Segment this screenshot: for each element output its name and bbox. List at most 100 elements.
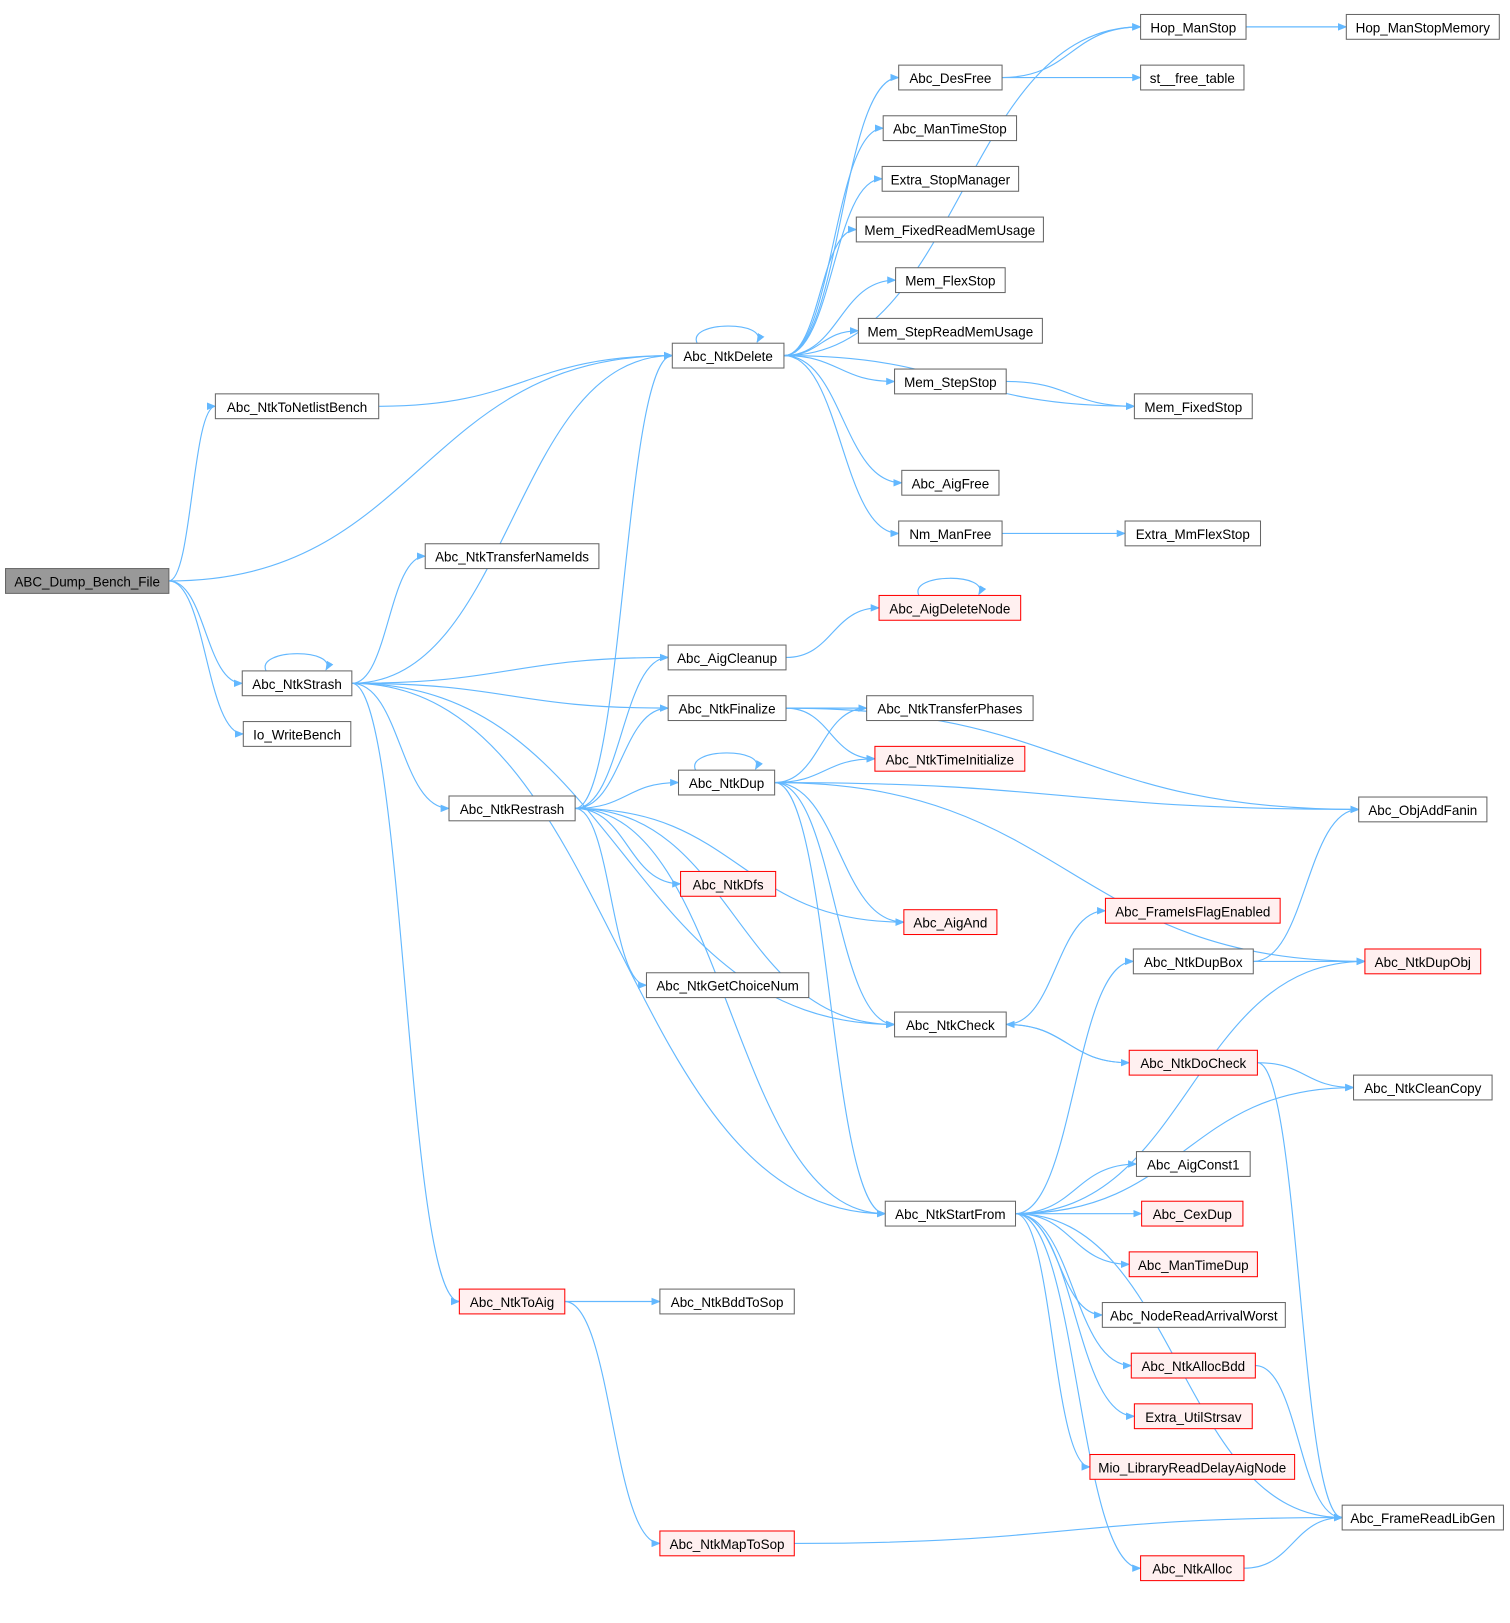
node-delete[interactable]: Abc_NtkDelete — [671, 342, 785, 369]
node-box[interactable] — [1135, 1151, 1251, 1177]
node-box[interactable] — [882, 115, 1018, 142]
node-maptosop[interactable]: Abc_NtkMapToSop — [659, 1530, 795, 1557]
node-box[interactable] — [667, 695, 787, 722]
node-memflexstop[interactable]: Mem_FlexStop — [895, 267, 1006, 294]
node-memstepstop[interactable]: Mem_StepStop — [894, 368, 1007, 395]
node-stfree[interactable]: st__free_table — [1140, 64, 1245, 91]
node-box[interactable] — [903, 909, 998, 936]
node-box[interactable] — [1128, 1049, 1258, 1076]
node-box[interactable] — [855, 216, 1044, 243]
node-box[interactable] — [1140, 13, 1247, 40]
node-box[interactable] — [677, 769, 776, 796]
node-box[interactable] — [1104, 897, 1281, 924]
node-bddtosop[interactable]: Abc_NtkBddToSop — [659, 1288, 795, 1315]
node-box[interactable] — [645, 972, 810, 999]
node-strsav[interactable]: Extra_UtilStrsav — [1133, 1403, 1253, 1430]
node-check[interactable]: Abc_NtkCheck — [894, 1011, 1007, 1038]
node-box[interactable] — [5, 568, 170, 594]
node-hopstop[interactable]: Hop_ManStop — [1140, 13, 1247, 40]
node-box[interactable] — [1140, 64, 1245, 91]
node-aigfree[interactable]: Abc_AigFree — [901, 469, 1000, 496]
node-alloc[interactable]: Abc_NtkAlloc — [1140, 1555, 1245, 1582]
node-iowrite[interactable]: Io_WriteBench — [242, 721, 352, 747]
node-dump[interactable]: ABC_Dump_Bench_File — [5, 568, 170, 594]
node-box[interactable] — [680, 870, 777, 897]
node-box[interactable] — [878, 594, 1022, 621]
node-box[interactable] — [1133, 1403, 1253, 1430]
node-box[interactable] — [448, 795, 576, 822]
node-mmflexstop[interactable]: Extra_MmFlexStop — [1124, 520, 1262, 547]
node-box[interactable] — [1353, 1074, 1493, 1101]
node-hopmem[interactable]: Hop_ManStopMemory — [1345, 13, 1500, 40]
node-box[interactable] — [214, 393, 380, 420]
node-box[interactable] — [424, 543, 600, 570]
node-box[interactable] — [894, 1011, 1007, 1038]
node-timeinit[interactable]: Abc_NtkTimeInitialize — [874, 745, 1026, 772]
node-box[interactable] — [671, 342, 785, 369]
node-dupobj[interactable]: Abc_NtkDupObj — [1364, 948, 1482, 975]
node-arrival[interactable]: Abc_NodeReadArrivalWorst — [1101, 1302, 1286, 1328]
node-box[interactable] — [1124, 520, 1262, 547]
node-box[interactable] — [1364, 948, 1482, 975]
node-const1[interactable]: Abc_AigConst1 — [1135, 1151, 1251, 1177]
node-allocbdd[interactable]: Abc_NtkAllocBdd — [1130, 1352, 1256, 1379]
node-box[interactable] — [1089, 1453, 1296, 1480]
node-memfixedstop[interactable]: Mem_FixedStop — [1133, 393, 1253, 420]
node-mio[interactable]: Mio_LibraryReadDelayAigNode — [1089, 1453, 1296, 1480]
node-addfanin[interactable]: Abc_ObjAddFanin — [1358, 796, 1488, 823]
node-box[interactable] — [874, 745, 1026, 772]
node-box[interactable] — [898, 64, 1003, 91]
node-box[interactable] — [458, 1288, 566, 1315]
node-box[interactable] — [667, 644, 787, 671]
node-box[interactable] — [894, 368, 1007, 395]
node-transfernameids[interactable]: Abc_NtkTransferNameIds — [424, 543, 600, 570]
node-finalize[interactable]: Abc_NtkFinalize — [667, 695, 787, 722]
node-box[interactable] — [881, 165, 1020, 192]
node-box[interactable] — [866, 695, 1034, 722]
node-nmfree[interactable]: Nm_ManFree — [898, 520, 1003, 547]
node-box[interactable] — [1345, 13, 1500, 40]
node-box[interactable] — [1128, 1251, 1258, 1278]
node-box[interactable] — [901, 469, 1000, 496]
node-startfrom[interactable]: Abc_NtkStartFrom — [884, 1200, 1017, 1227]
node-aigcleanup[interactable]: Abc_AigCleanup — [667, 644, 787, 671]
node-dupbox[interactable]: Abc_NtkDupBox — [1132, 948, 1254, 975]
node-box[interactable] — [1132, 948, 1254, 975]
node-flagenabled[interactable]: Abc_FrameIsFlagEnabled — [1104, 897, 1281, 924]
node-box[interactable] — [884, 1200, 1017, 1227]
node-box[interactable] — [1341, 1504, 1504, 1531]
node-box[interactable] — [857, 317, 1043, 344]
node-box[interactable] — [1140, 1555, 1245, 1582]
node-libgen[interactable]: Abc_FrameReadLibGen — [1341, 1504, 1504, 1531]
node-toaig[interactable]: Abc_NtkToAig — [458, 1288, 566, 1315]
node-box[interactable] — [659, 1288, 795, 1315]
node-box[interactable] — [1141, 1200, 1244, 1227]
node-transferphases[interactable]: Abc_NtkTransferPhases — [866, 695, 1034, 722]
node-box[interactable] — [898, 520, 1003, 547]
node-box[interactable] — [241, 670, 353, 697]
node-memstepread[interactable]: Mem_StepReadMemUsage — [857, 317, 1043, 344]
node-desfree[interactable]: Abc_DesFree — [898, 64, 1003, 91]
node-box[interactable] — [1133, 393, 1253, 420]
node-box[interactable] — [895, 267, 1006, 294]
node-memfixedread[interactable]: Mem_FixedReadMemUsage — [855, 216, 1044, 243]
node-restrash[interactable]: Abc_NtkRestrash — [448, 795, 576, 822]
node-mantimedup[interactable]: Abc_ManTimeDup — [1128, 1251, 1258, 1278]
node-docheck[interactable]: Abc_NtkDoCheck — [1128, 1049, 1258, 1076]
node-choicenum[interactable]: Abc_NtkGetChoiceNum — [645, 972, 810, 999]
node-box[interactable] — [1101, 1302, 1286, 1328]
node-aigdelnode[interactable]: Abc_AigDeleteNode — [878, 594, 1022, 621]
node-box[interactable] — [659, 1530, 795, 1557]
node-cexdup[interactable]: Abc_CexDup — [1141, 1200, 1244, 1227]
node-strash[interactable]: Abc_NtkStrash — [241, 670, 353, 697]
node-box[interactable] — [1358, 796, 1488, 823]
node-extrastop[interactable]: Extra_StopManager — [881, 165, 1020, 192]
node-box[interactable] — [1130, 1352, 1256, 1379]
node-dup[interactable]: Abc_NtkDup — [677, 769, 776, 796]
node-tonetlist[interactable]: Abc_NtkToNetlistBench — [214, 393, 380, 420]
node-aigand[interactable]: Abc_AigAnd — [903, 909, 998, 936]
node-dfs[interactable]: Abc_NtkDfs — [680, 870, 777, 897]
node-box[interactable] — [242, 721, 352, 747]
node-cleancopy[interactable]: Abc_NtkCleanCopy — [1353, 1074, 1493, 1101]
node-mantimestop[interactable]: Abc_ManTimeStop — [882, 115, 1018, 142]
